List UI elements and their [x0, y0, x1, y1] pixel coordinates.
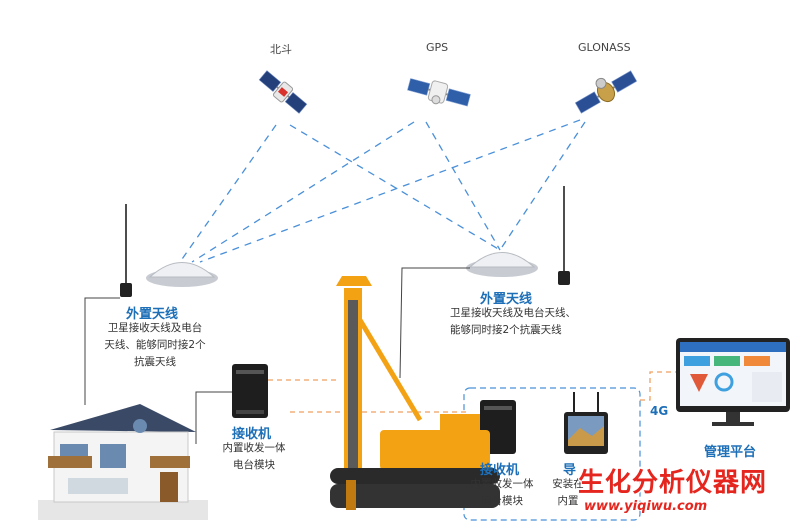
monitor-icon — [676, 338, 790, 426]
dome-antenna-right-icon — [466, 252, 538, 277]
drilling-rig-illustration — [330, 276, 500, 510]
satellite-label-beidou: 北斗 — [270, 43, 292, 56]
data-links — [268, 371, 676, 413]
external-antenna-left-title: 外置天线 — [126, 307, 179, 322]
satellite-label-gps: GPS — [426, 41, 449, 54]
management-platform-title: 管理平台 — [704, 445, 757, 460]
connector-lines — [84, 267, 470, 444]
watermark: 生化分析仪器网 www.yiqiwu.com — [578, 462, 767, 514]
receiver-left-desc: 内置收发一体 电台模块 — [222, 442, 286, 471]
guidance-panel-icon — [564, 392, 608, 454]
receiver-right-title: 接收机 — [480, 463, 520, 478]
guidance-panel-title: 导 — [563, 463, 577, 478]
receiver-right-desc: 内置收发一体 电台模块 — [470, 478, 534, 507]
glonass-satellite-icon — [574, 70, 638, 114]
beidou-satellite-icon — [258, 70, 308, 114]
whip-antenna-left-icon — [120, 204, 132, 297]
whip-antenna-right-icon — [558, 186, 570, 285]
receiver-left-icon — [232, 364, 268, 418]
signal-lines — [179, 119, 586, 263]
satellite-label-glonass: GLONASS — [578, 41, 631, 54]
watermark-main: 生化分析仪器网 — [578, 468, 768, 498]
external-antenna-right-desc: 卫星接收天线及电台天线、 能够同时接2个抗震天线 — [450, 307, 576, 336]
receiver-left-title: 接收机 — [232, 427, 272, 442]
watermark-url: www.yiqiwu.com — [584, 499, 708, 514]
link-4g-label: 4G — [650, 404, 669, 418]
house-illustration — [38, 404, 208, 520]
gps-satellite-icon — [407, 78, 471, 107]
guidance-panel-desc: 安装在 内置 — [552, 478, 584, 507]
dome-antenna-left-icon — [146, 262, 218, 287]
external-antenna-right-title: 外置天线 — [480, 292, 533, 307]
external-antenna-left-desc: 卫星接收天线及电台 天线、能够同时接2个 抗震天线 — [104, 322, 206, 368]
